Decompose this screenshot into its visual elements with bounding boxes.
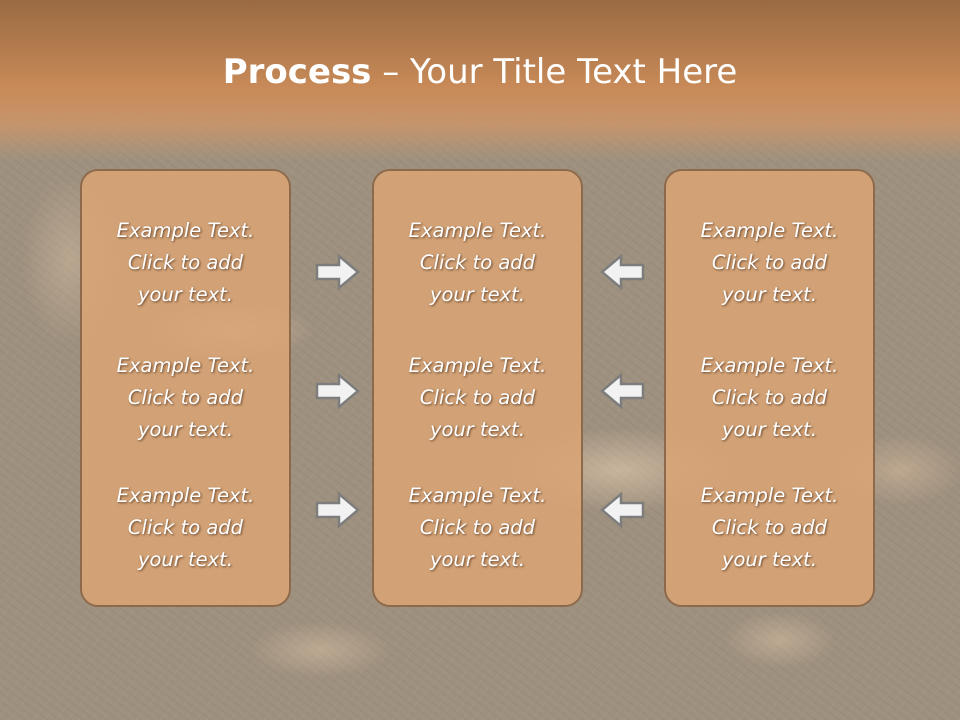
text-block[interactable]: Example Text. Click to add your text. (666, 480, 873, 576)
text-line: Click to add (419, 386, 536, 409)
text-line: Click to add (419, 516, 536, 539)
text-line: Example Text. (408, 354, 547, 377)
text-block[interactable]: Example Text. Click to add your text. (82, 350, 289, 446)
text-line: your text. (137, 418, 234, 441)
text-line: your text. (429, 283, 526, 306)
text-line: your text. (429, 548, 526, 571)
text-line: your text. (721, 418, 818, 441)
text-block[interactable]: Example Text. Click to add your text. (666, 350, 873, 446)
text-line: Example Text. (700, 219, 839, 242)
text-line: Click to add (127, 251, 244, 274)
text-line: Click to add (711, 251, 828, 274)
text-block[interactable]: Example Text. Click to add your text. (374, 350, 581, 446)
title-rest: – Your Title Text Here (371, 52, 738, 92)
text-line: Example Text. (700, 484, 839, 507)
process-box-right[interactable]: Example Text. Click to add your text. Ex… (664, 169, 875, 607)
text-line: Example Text. (116, 219, 255, 242)
process-box-center[interactable]: Example Text. Click to add your text. Ex… (372, 169, 583, 607)
text-line: your text. (721, 283, 818, 306)
text-line: your text. (429, 418, 526, 441)
arrow-left-icon[interactable] (598, 371, 646, 411)
text-line: Click to add (711, 386, 828, 409)
text-line: Click to add (419, 251, 536, 274)
title-bold: Process (222, 52, 372, 92)
text-block[interactable]: Example Text. Click to add your text. (374, 215, 581, 311)
text-line: your text. (137, 283, 234, 306)
text-line: Click to add (127, 516, 244, 539)
arrow-right-icon[interactable] (314, 252, 362, 292)
text-line: Click to add (711, 516, 828, 539)
process-box-left[interactable]: Example Text. Click to add your text. Ex… (80, 169, 291, 607)
text-line: your text. (721, 548, 818, 571)
slide-title[interactable]: Process – Your Title Text Here (0, 52, 960, 92)
text-line: Example Text. (408, 219, 547, 242)
arrow-right-icon[interactable] (314, 490, 362, 530)
arrow-left-icon[interactable] (598, 252, 646, 292)
text-line: Example Text. (116, 354, 255, 377)
title-bar (0, 0, 960, 160)
arrow-left-icon[interactable] (598, 490, 646, 530)
text-line: Example Text. (408, 484, 547, 507)
arrow-right-icon[interactable] (314, 371, 362, 411)
text-block[interactable]: Example Text. Click to add your text. (82, 480, 289, 576)
text-block[interactable]: Example Text. Click to add your text. (666, 215, 873, 311)
text-line: your text. (137, 548, 234, 571)
text-line: Example Text. (700, 354, 839, 377)
text-block[interactable]: Example Text. Click to add your text. (82, 215, 289, 311)
text-block[interactable]: Example Text. Click to add your text. (374, 480, 581, 576)
text-line: Example Text. (116, 484, 255, 507)
text-line: Click to add (127, 386, 244, 409)
